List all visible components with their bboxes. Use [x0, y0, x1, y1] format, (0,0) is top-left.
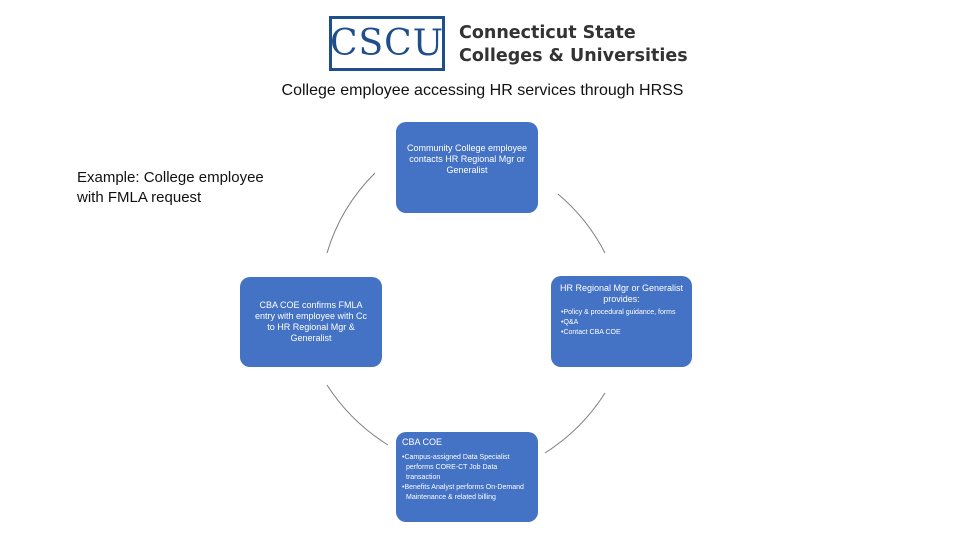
- arc-top-right: [557, 193, 606, 254]
- list-item: Contact CBA COE: [561, 328, 686, 338]
- logo-name-line-2: Colleges & Universities: [459, 46, 688, 66]
- arc-top-left: [326, 172, 376, 254]
- step-cba-coe-list: Campus-assigned Data Specialist performs…: [402, 453, 532, 503]
- example-line-1: Example: College employee: [77, 169, 264, 186]
- example-caption: Example: College employee with FMLA requ…: [77, 168, 317, 208]
- cscu-logo: CSCU Connecticut State Colleges & Univer…: [329, 16, 688, 74]
- step-hr-provides-heading: HR Regional Mgr or Generalist provides:: [559, 283, 684, 304]
- arc-bottom-left: [326, 384, 389, 446]
- list-item: Campus-assigned Data Specialist performs…: [402, 453, 532, 483]
- logo-name-line-1: Connecticut State: [459, 23, 636, 43]
- step-cba-coe-heading: CBA COE: [402, 437, 443, 447]
- logo-abbreviation: CSCU: [329, 16, 445, 71]
- list-item: Q&A: [561, 318, 686, 328]
- arc-bottom-right: [544, 392, 606, 454]
- step-hr-provides-list: Policy & procedural guidance, forms Q&A …: [557, 308, 686, 338]
- page-title: College employee accessing HR services t…: [281, 82, 684, 99]
- list-item: Policy & procedural guidance, forms: [561, 308, 686, 318]
- step-hr-provides: HR Regional Mgr or Generalist provides: …: [551, 276, 692, 367]
- example-line-2: with FMLA request: [77, 189, 202, 206]
- step-employee-contacts-hr: Community College employee contacts HR R…: [396, 122, 538, 213]
- step-cba-coe-confirms: CBA COE confirms FMLA entry with employe…: [240, 277, 382, 367]
- step-employee-contacts-hr-text: Community College employee contacts HR R…: [406, 143, 528, 175]
- list-item: Benefits Analyst performs On-Demand Main…: [402, 483, 532, 503]
- logo-name: Connecticut State Colleges & Universitie…: [459, 22, 688, 68]
- step-cba-coe-confirms-text: CBA COE confirms FMLA entry with employe…: [254, 300, 368, 343]
- step-cba-coe: CBA COE Campus-assigned Data Specialist …: [396, 432, 538, 522]
